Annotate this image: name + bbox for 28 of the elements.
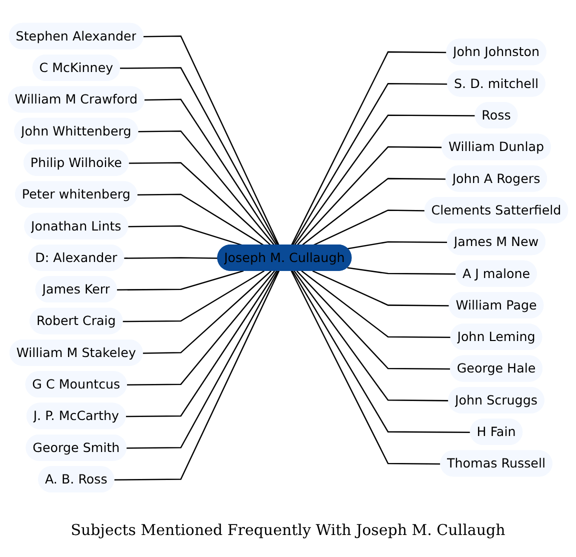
- connector: [128, 162, 272, 246]
- connector: [296, 270, 452, 370]
- connector: [143, 35, 280, 246]
- connector: [127, 270, 276, 386]
- connector: [290, 270, 442, 464]
- connector: [114, 270, 280, 480]
- connector: [290, 51, 448, 246]
- connector: [124, 256, 218, 259]
- connector: [142, 270, 272, 354]
- connector: [122, 270, 265, 322]
- connector: [126, 270, 278, 417]
- connector: [312, 270, 450, 306]
- connector: [294, 114, 476, 246]
- connector: [296, 146, 443, 246]
- connector: [126, 270, 279, 449]
- connector: [301, 270, 452, 338]
- connector: [116, 270, 244, 290]
- connector: [144, 98, 278, 246]
- connector: [347, 266, 457, 274]
- connector: [294, 270, 450, 402]
- diagram-title: Subjects Mentioned Frequently With Joseph M. Cullaugh: [70, 521, 506, 539]
- connector: [292, 82, 448, 246]
- connector: [347, 241, 448, 250]
- connector: [137, 194, 265, 246]
- connector: [120, 66, 279, 246]
- connector: [301, 178, 447, 246]
- connector: [292, 270, 471, 433]
- connector: [138, 130, 276, 246]
